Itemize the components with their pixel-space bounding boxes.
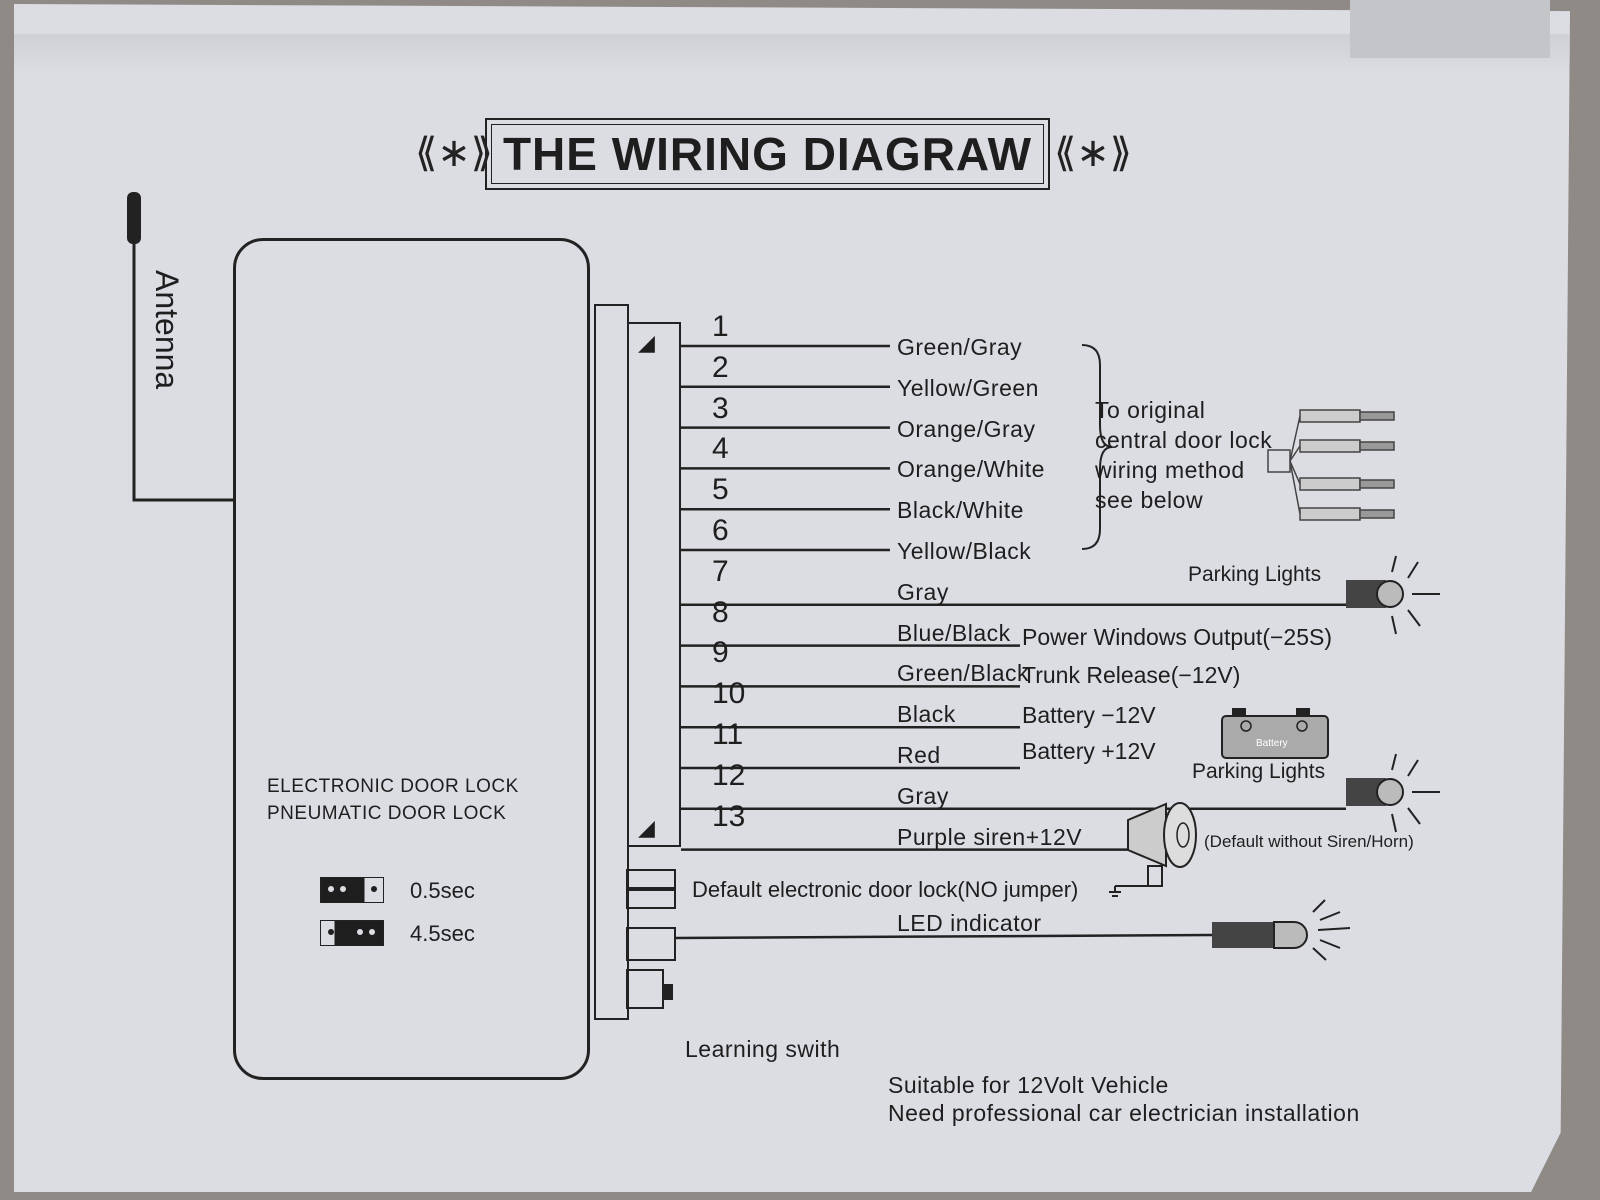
- wire-number: 7: [712, 554, 729, 588]
- previous-page-fragment: [1350, 0, 1550, 58]
- right-ornament-icon: ⟪∗⟫: [1054, 131, 1133, 175]
- wire-color-label: Gray: [897, 782, 949, 809]
- wire-number: 9: [712, 636, 729, 670]
- wire-number: 12: [712, 758, 746, 792]
- wire-color-label: Red: [897, 742, 941, 768]
- parking-light-2-icon: [1346, 753, 1440, 833]
- wire-color-label: Orange/Gray: [897, 415, 1036, 442]
- left-ornament-icon: ⟪∗⟫: [415, 131, 494, 175]
- battery-positive-label: Battery +12V: [1022, 738, 1156, 764]
- wire-color-label: Black: [897, 701, 956, 728]
- led-wire: [674, 933, 1213, 940]
- wire-color-label: Blue/Black: [897, 619, 1011, 646]
- trunk-release-label: Trunk Release(−12V): [1022, 662, 1241, 688]
- led-indicator-label: LED indicator: [897, 910, 1042, 936]
- wire-color-label: Black/White: [897, 497, 1024, 524]
- antenna-wire: [132, 244, 233, 502]
- connector-arrow-bottom-icon: ◢: [638, 815, 655, 840]
- jumper-label-0-5sec: 0.5sec: [410, 878, 475, 903]
- wire-color-label: Purple siren+12V: [897, 823, 1083, 850]
- wire-number: 8: [712, 595, 729, 629]
- parking-lights-label-2: Parking Lights: [1192, 760, 1326, 783]
- jumper-default-label: Default electronic door lock(NO jumper): [692, 877, 1079, 902]
- wire-color-label: Orange/White: [897, 456, 1045, 483]
- footer-line-1: Suitable for 12Volt Vehicle: [888, 1072, 1169, 1098]
- siren-default-label: (Default without Siren/Horn): [1204, 832, 1414, 851]
- wire-number: 4: [712, 432, 729, 466]
- wire-number: 6: [712, 514, 729, 547]
- door-lock-brace: [1081, 344, 1113, 550]
- wire-number: 3: [712, 391, 729, 425]
- jumper-label-4-5sec: 4.5sec: [410, 921, 475, 946]
- learning-switch-body: [626, 969, 664, 1009]
- door-lock-actuators-icon: [1267, 409, 1395, 521]
- siren-icon: [1109, 802, 1197, 897]
- parking-light-1-icon: [1346, 555, 1440, 635]
- battery-icon-text: Battery: [1256, 738, 1288, 749]
- paper-sheet: [14, 4, 1570, 1192]
- harness-connector-inner: [627, 322, 681, 847]
- title-frame: THE WIRING DIAGRAW: [485, 118, 1050, 190]
- wire-number: 2: [712, 350, 729, 384]
- control-unit-box: [233, 238, 590, 1080]
- jumper-connector-1: [626, 869, 676, 889]
- wire-number: 13: [712, 799, 746, 833]
- learning-switch-button: [663, 984, 673, 1000]
- wire-color-label: Gray: [897, 578, 949, 605]
- battery-icon: [1221, 708, 1329, 759]
- learning-switch-label: Learning swith: [685, 1036, 841, 1062]
- wire-color-label: Yellow/Black: [897, 538, 1032, 564]
- jumper-setting-4-5sec-icon: [320, 920, 384, 946]
- led-connector: [626, 927, 676, 961]
- jumper-connector-2: [626, 889, 676, 909]
- parking-lights-label-1: Parking Lights: [1188, 563, 1322, 586]
- wire-number: 10: [712, 677, 746, 711]
- door-lock-note: To original central door lock wiring met…: [1095, 397, 1273, 513]
- lock-type-pneumatic: PNEUMATIC DOOR LOCK: [267, 803, 507, 824]
- battery-negative-label: Battery −12V: [1022, 702, 1156, 728]
- harness-connector-outer: [594, 304, 629, 1020]
- jumper-setting-0-5sec-icon: [320, 877, 384, 903]
- connector-arrow-top-icon: ◢: [638, 330, 655, 355]
- wire-number: 1: [712, 310, 729, 343]
- wire-color-label: Green/Gray: [897, 334, 1023, 360]
- led-bulb-icon: [1273, 921, 1308, 949]
- wire-number: 11: [712, 718, 744, 751]
- led-rays-icon: [1312, 899, 1351, 961]
- wire-color-label: Green/Black: [897, 660, 1030, 687]
- antenna-label: Antenna: [149, 270, 185, 390]
- footer-line-2: Need professional car electrician instal…: [888, 1100, 1360, 1126]
- diagram-title: THE WIRING DIAGRAW: [502, 128, 1033, 180]
- power-windows-label: Power Windows Output(−25S): [1022, 624, 1332, 650]
- lock-type-electronic: ELECTRONIC DOOR LOCK: [267, 776, 519, 797]
- wire-color-label: Yellow/Green: [897, 374, 1039, 401]
- led-body: [1212, 922, 1274, 948]
- wire-number: 5: [712, 473, 729, 507]
- antenna-tip: [127, 192, 141, 244]
